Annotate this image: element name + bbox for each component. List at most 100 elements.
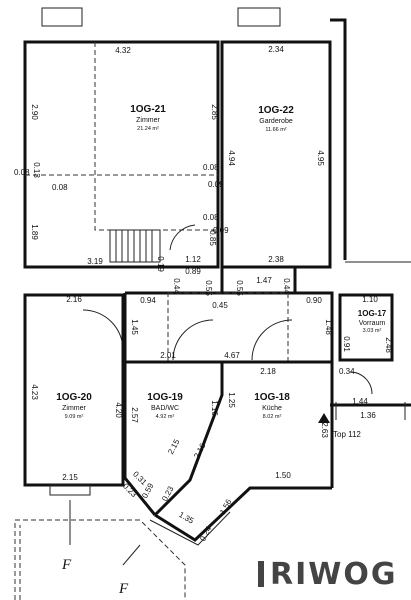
dim-144: 1.44: [352, 397, 368, 406]
room-19-area: 4.92 m²: [156, 414, 175, 420]
dimension-labels-vertical: 2.90 2.85 4.94 4.95 0.13 1.89 0.85 0.19 …: [30, 104, 393, 438]
dim-135: 1.35: [177, 510, 195, 526]
window-20: [49, 484, 91, 496]
dim-148: 1.48: [324, 319, 333, 335]
dim-467: 4.67: [224, 351, 240, 360]
balcony-edge: [149, 511, 231, 546]
door-swing-18: [251, 319, 293, 361]
logo-bar-icon: [258, 561, 264, 587]
room-18-area: 8.02 m²: [263, 414, 282, 420]
dim-024: 0.24: [198, 524, 214, 542]
north-arrow: [318, 413, 330, 423]
dim-147: 1.47: [256, 276, 272, 285]
dim-008c: 0.08: [203, 163, 219, 172]
wall-right-upper: [330, 18, 347, 260]
dim-044a: 0.44: [172, 278, 181, 294]
room-17-area: 3.03 m²: [363, 328, 382, 334]
dim-090: 0.90: [306, 296, 322, 305]
chimney-left: [41, 7, 83, 27]
dim-055b: 0.55: [235, 280, 244, 296]
dim-257: 2.57: [130, 407, 139, 423]
dim-238: 2.38: [268, 255, 284, 264]
dim-125: 1.25: [227, 392, 236, 408]
room-21-outline: [23, 40, 220, 269]
dim-290: 2.90: [30, 104, 39, 120]
room-20-id: 1OG-20: [56, 392, 92, 403]
dim-034: 0.34: [339, 367, 355, 376]
dim-116: 1.16: [210, 400, 219, 416]
dimension-labels-diagonal: 2.15 2.16 0.31 0.59 0.23 0.23 1.35 1.56 …: [121, 437, 234, 542]
dim-110: 1.10: [362, 295, 378, 304]
dim-285: 2.85: [210, 104, 219, 120]
room-19-id: 1OG-19: [147, 392, 183, 403]
chimney-right: [237, 7, 281, 27]
room-18-bottom-wall: [154, 486, 332, 542]
dim-009b: 0.09: [213, 226, 229, 235]
room-21-name: Zimmer: [136, 117, 160, 124]
room-18-id: 1OG-18: [254, 392, 290, 403]
dim-216b: 2.16: [192, 441, 208, 459]
dim-234: 2.34: [268, 45, 284, 54]
dim-055a: 0.55: [204, 280, 213, 296]
corridor-stub-walls: [220, 267, 297, 293]
dim-089: 0.89: [185, 267, 201, 276]
room-17-outline: [338, 293, 394, 362]
room-20-area: 9.09 m²: [65, 414, 84, 420]
room-18-name: Küche: [262, 405, 282, 412]
dim-008a: 0.08: [14, 168, 30, 177]
dim-263: 2.63: [320, 422, 329, 438]
door-swing-20: [82, 309, 124, 351]
dim-215a: 2.15: [166, 437, 182, 455]
landing-marks: [335, 402, 406, 420]
dim-150: 1.50: [275, 471, 291, 480]
dim-495: 4.95: [316, 150, 325, 166]
dim-019: 0.19: [156, 256, 165, 272]
dim-319: 3.19: [87, 257, 103, 266]
door-swing-17: [349, 371, 373, 395]
dim-201: 2.01: [160, 351, 176, 360]
room-19-18-walls: [123, 360, 334, 517]
dim-218: 2.18: [260, 367, 276, 376]
dim-023a: 0.23: [121, 482, 139, 500]
room-20-name: Zimmer: [62, 405, 86, 412]
room-17-name: Vorraum: [359, 320, 386, 327]
dim-023b: 0.23: [160, 484, 176, 502]
dim-432: 4.32: [115, 46, 131, 55]
dim-008d: 0.08: [203, 213, 219, 222]
staircase: [109, 229, 161, 263]
riwog-logo: RIWOG: [258, 557, 397, 592]
dim-216a: 2.16: [66, 295, 82, 304]
dim-045: 0.45: [212, 301, 228, 310]
room-22-area: 11.66 m²: [265, 127, 286, 133]
room-19-name: BAD/WC: [151, 405, 179, 412]
dim-044b: 0.44: [282, 278, 291, 294]
room-22-name: Garderobe: [259, 118, 293, 125]
dim-145: 1.45: [130, 319, 139, 335]
section-line-right: [122, 544, 141, 566]
dim-013: 0.13: [32, 162, 41, 178]
dim-085: 0.85: [208, 230, 217, 246]
dim-008b: 0.08: [52, 183, 68, 192]
dim-094: 0.94: [140, 296, 156, 305]
room-21-hidden-line: [94, 42, 218, 231]
dim-248: 2.48: [384, 337, 393, 353]
dimension-labels: 4.32 2.34 0.08 0.08 0.08 0.09 0.08 0.09 …: [14, 45, 378, 482]
lower-boundary: [14, 519, 186, 600]
dim-112: 1.12: [185, 255, 201, 264]
dim-091: 0.91: [342, 336, 351, 352]
door-swing-19: [172, 319, 214, 361]
room-22-outline: [220, 40, 332, 269]
dim-189: 1.89: [30, 224, 39, 240]
room-17-id: 1OG-17: [358, 309, 387, 318]
section-marker-left: F: [61, 557, 72, 573]
room-21-area: 21.24 m²: [137, 126, 159, 132]
room-21-id: 1OG-21: [130, 104, 166, 115]
top-label: Top 112: [333, 430, 361, 439]
door-swing-21: [169, 224, 196, 251]
dim-494: 4.94: [227, 150, 236, 166]
room-22-id: 1OG-22: [258, 105, 294, 116]
dim-215b: 2.15: [62, 473, 78, 482]
dim-009a: 0.09: [208, 180, 224, 189]
logo-text: RIWOG: [270, 557, 398, 592]
